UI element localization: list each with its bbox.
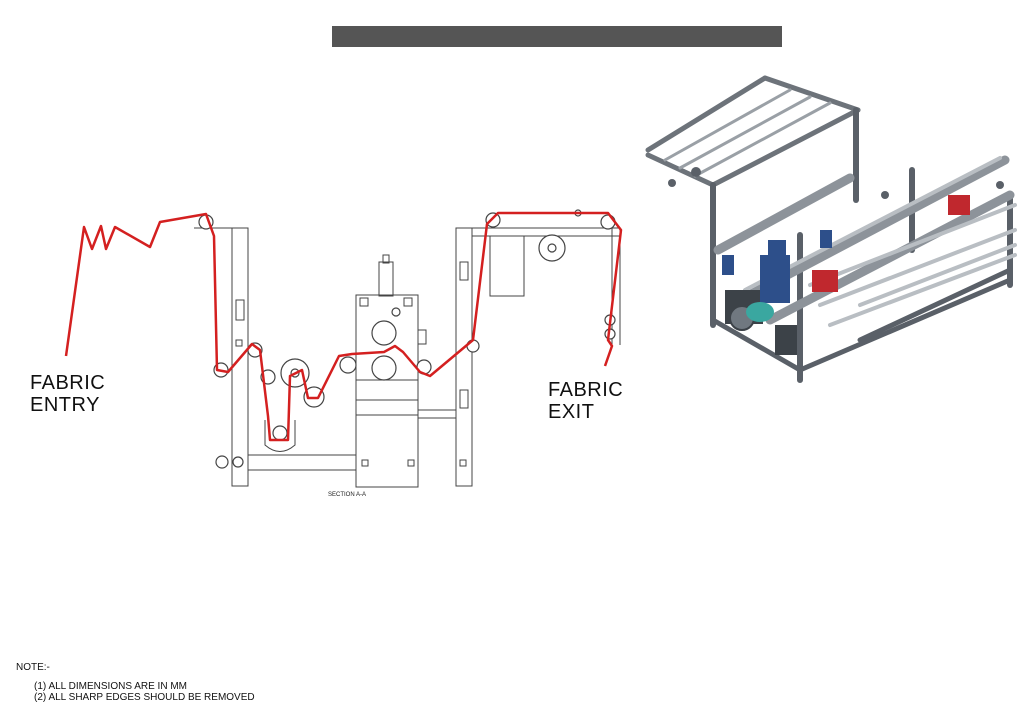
- isometric-machine: [645, 75, 1017, 383]
- note-item: (2) ALL SHARP EDGES SHOULD BE REMOVED: [34, 692, 255, 703]
- note-item: (1) ALL DIMENSIONS ARE IN MM: [34, 681, 187, 692]
- fabric-entry-label: FABRIC ENTRY: [30, 372, 106, 416]
- notes-block: NOTE:- (1) ALL DIMENSIONS ARE IN MM (2) …: [16, 662, 255, 703]
- notes-heading: NOTE:-: [16, 662, 50, 673]
- section-label: SECTION A-A: [328, 492, 367, 498]
- title-bar: [332, 26, 782, 47]
- fabric-path: [64, 211, 623, 442]
- rollers: [198, 209, 616, 469]
- fabric-exit-label: FABRIC EXIT: [548, 379, 624, 423]
